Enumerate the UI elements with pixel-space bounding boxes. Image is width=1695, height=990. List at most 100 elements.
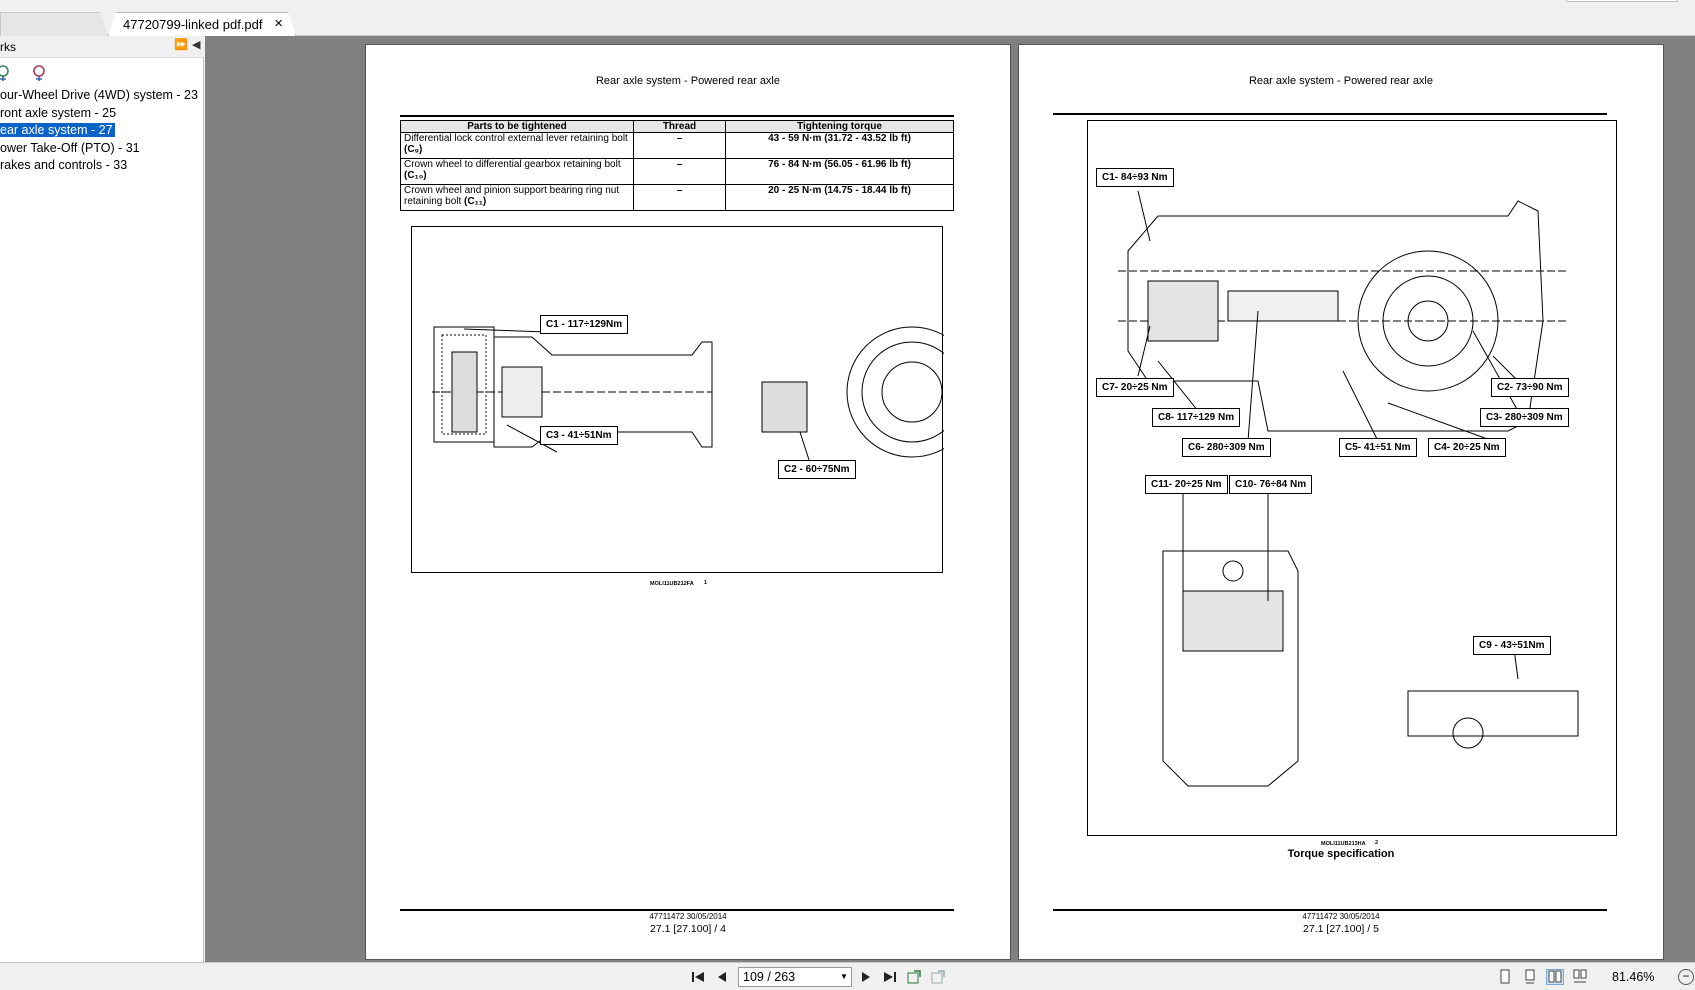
bookmarks-panel-header: rks ⏩ ◀ <box>0 36 204 58</box>
page-header: Rear axle system - Powered rear axle <box>595 75 780 87</box>
column-header: Parts to be tightened <box>400 120 634 133</box>
zoom-out-icon[interactable]: − <box>1678 969 1694 985</box>
table-header-row: Parts to be tightened Thread Tightening … <box>400 120 954 133</box>
bookmark-label: ower Take-Off (PTO) - 31 <box>0 140 140 155</box>
navigation-toolbar: ▼ 81.46% − <box>0 962 1695 990</box>
callout-c5: C5- 41÷51 Nm <box>1339 438 1417 457</box>
footer-rule <box>1053 909 1607 911</box>
next-page-icon[interactable] <box>858 969 874 985</box>
table-row: Crown wheel to differential gearbox reta… <box>400 158 954 185</box>
table-row: Differential lock control external lever… <box>400 132 954 159</box>
bookmark-pto[interactable]: ower Take-Off (PTO) - 31 <box>0 140 204 158</box>
facing-view-icon[interactable] <box>1546 969 1564 985</box>
close-tab-icon[interactable]: × <box>274 15 283 32</box>
continuous-facing-view-icon[interactable] <box>1571 969 1589 985</box>
callout-c2: C2 - 60÷75Nm <box>778 460 856 479</box>
axle-drawing-2 <box>1118 190 1579 787</box>
pdf-page-right: Rear axle system - Powered rear axle <box>1018 44 1664 960</box>
table-cell: 43 - 59 N·m (31.72 - 43.52 lb ft) <box>725 132 954 159</box>
table-cell: – <box>633 158 726 185</box>
header-rule <box>400 115 954 117</box>
page-header: Rear axle system - Powered rear axle <box>1248 75 1433 87</box>
callout-c11: C11- 20÷25 Nm <box>1145 475 1228 494</box>
part-code: (C₉) <box>404 144 423 155</box>
footer-doc-id: 47711472 30/05/2014 <box>649 912 727 921</box>
page-dropdown-icon[interactable]: ▼ <box>840 972 848 981</box>
table-cell: Differential lock control external lever… <box>400 132 634 159</box>
bookmark-label: ear axle system - 27 <box>0 123 115 137</box>
column-header: Tightening torque <box>725 120 954 133</box>
zoom-level[interactable]: 81.46% <box>1612 970 1655 984</box>
part-name: Crown wheel to differential gearbox reta… <box>404 159 621 170</box>
callout-c2: C2- 73÷90 Nm <box>1491 378 1569 397</box>
callout-c9: C9 - 43÷51Nm <box>1473 636 1551 655</box>
footer-page-number: 27.1 [27.100] / 4 <box>650 923 726 935</box>
bookmarks-toolbar <box>0 64 204 84</box>
footer-doc-id: 47711472 30/05/2014 <box>1302 912 1380 921</box>
table-cell: 76 - 84 N·m (56.05 - 61.96 lb ft) <box>725 158 954 185</box>
previous-page-icon[interactable] <box>714 969 730 985</box>
bookmark-label: our-Wheel Drive (4WD) system - 23 <box>0 88 198 102</box>
header-rule <box>1053 113 1607 115</box>
callout-c8: C8- 117÷129 Nm <box>1152 408 1241 427</box>
callout-c1: C1 - 117÷129Nm <box>540 315 629 334</box>
table-cell: – <box>633 132 726 159</box>
figure-caption: Torque specification <box>1287 848 1395 860</box>
part-code: (C₁₁) <box>464 196 487 207</box>
bookmarks-panel: rks ⏩ ◀ our-Wheel Drive (4WD) system - 2… <box>0 36 204 962</box>
figure-number: 1 <box>704 580 708 586</box>
table-cell: Crown wheel and pinion support bearing r… <box>400 184 634 211</box>
bookmark-4wd[interactable]: our-Wheel Drive (4WD) system - 23 <box>0 87 204 105</box>
table-row: Crown wheel and pinion support bearing r… <box>400 184 954 211</box>
axle-drawing-1 <box>432 326 944 464</box>
first-page-icon[interactable] <box>690 969 706 985</box>
callout-c3: C3- 280÷309 Nm <box>1480 408 1569 427</box>
bookmark-front-axle[interactable]: ront axle system - 25 <box>0 105 204 123</box>
expand-panel-icon[interactable]: ⏩ <box>174 39 188 51</box>
footer-page-number: 27.1 [27.100] / 5 <box>1303 923 1379 935</box>
callout-c10: C10- 76÷84 Nm <box>1229 475 1313 494</box>
add-bookmark-icon[interactable] <box>0 64 12 82</box>
bookmark-label: ront axle system - 25 <box>0 105 117 120</box>
pdf-page-left: Rear axle system - Powered rear axle Par… <box>365 44 1011 960</box>
bookmark-properties-icon[interactable] <box>30 64 48 82</box>
bookmark-rear-axle[interactable]: ear axle system - 27 <box>0 122 204 140</box>
callout-c6: C6- 280÷309 Nm <box>1182 438 1271 457</box>
tab-previous[interactable] <box>0 12 108 36</box>
collapse-panel-icon[interactable]: ◀ <box>192 39 201 51</box>
callout-c7: C7- 20÷25 Nm <box>1096 378 1174 397</box>
part-code: (C₁₀) <box>404 170 427 181</box>
callout-c4: C4- 20÷25 Nm <box>1428 438 1506 457</box>
table-cell: – <box>633 184 726 211</box>
column-header: Thread <box>633 120 726 133</box>
window-button[interactable] <box>1566 0 1678 2</box>
callout-c1: C1- 84÷93 Nm <box>1096 168 1174 187</box>
torque-table: Parts to be tightened Thread Tightening … <box>400 120 954 211</box>
continuous-view-icon[interactable] <box>1521 969 1539 985</box>
part-name: Differential lock control external lever… <box>404 133 628 144</box>
tab-active-label: 47720799-linked pdf.pdf <box>123 17 263 32</box>
bookmark-brakes[interactable]: rakes and controls - 33 <box>0 157 204 175</box>
bookmark-label: rakes and controls - 33 <box>0 158 128 172</box>
figure-code: MOLI11UB212FA <box>650 581 694 587</box>
figure-code: MOLI11UB213HA <box>1321 841 1366 847</box>
part-name: Crown wheel and pinion support bearing r… <box>404 185 620 207</box>
document-viewer[interactable]: Rear axle system - Powered rear axle Par… <box>205 36 1695 962</box>
single-page-view-icon[interactable] <box>1496 969 1514 985</box>
tab-strip: 47720799-linked pdf.pdf × <box>0 0 1695 36</box>
footer-rule <box>400 909 954 911</box>
table-cell: Crown wheel to differential gearbox reta… <box>400 158 634 185</box>
last-page-icon[interactable] <box>882 969 898 985</box>
figure-number: 2 <box>1375 840 1379 846</box>
tab-active-document[interactable]: 47720799-linked pdf.pdf × <box>108 12 296 36</box>
back-view-icon[interactable] <box>906 969 922 985</box>
callout-c3: C3 - 41÷51Nm <box>540 426 618 445</box>
figure-2: C1- 84÷93 Nm C7- 20÷25 Nm C8- 117÷129 Nm… <box>1087 120 1617 836</box>
forward-view-icon[interactable] <box>930 969 946 985</box>
page-number-input[interactable] <box>738 967 852 987</box>
figure-1: C1 - 117÷129Nm C3 - 41÷51Nm C2 - 60÷75Nm <box>411 226 944 573</box>
table-cell: 20 - 25 N·m (14.75 - 18.44 lb ft) <box>725 184 954 211</box>
bookmark-list: our-Wheel Drive (4WD) system - 23 ront a… <box>0 87 204 175</box>
bookmarks-panel-title: rks <box>0 40 16 54</box>
